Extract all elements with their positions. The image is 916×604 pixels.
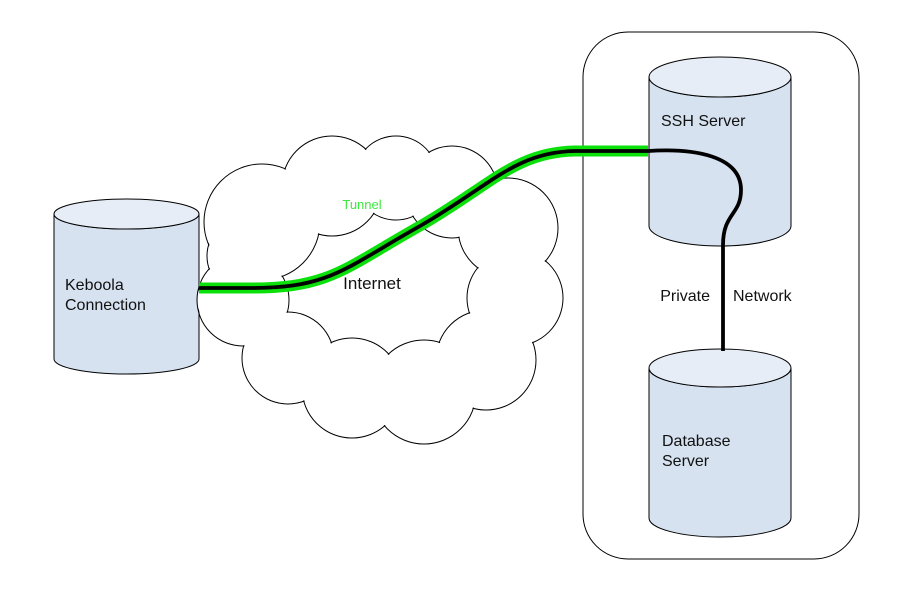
ssh-connection-line	[199, 148, 743, 351]
ssh-cylinder-top	[648, 56, 792, 98]
database-label-line1: Database	[662, 433, 731, 450]
ssh-server-label: SSH Server	[661, 113, 746, 130]
internet-label: Internet	[343, 274, 401, 293]
keboola-cylinder-body	[53, 213, 200, 375]
database-label-line2: Server	[662, 453, 710, 470]
keboola-label-line1: Keboola	[65, 277, 124, 294]
keboola-cylinder-top	[53, 198, 200, 230]
database-cylinder-top	[648, 348, 792, 388]
private-network-label-left: Private	[660, 288, 710, 305]
database-server-cylinder	[648, 348, 792, 538]
cloud-fill	[197, 136, 563, 444]
internet-cloud	[196, 135, 564, 445]
keboola-cylinder	[53, 198, 200, 375]
private-network-label-right: Network	[733, 288, 793, 305]
labels: Keboola Connection Tunnel Internet SSH S…	[65, 113, 793, 470]
tunnel-label: Tunnel	[342, 197, 381, 212]
keboola-label-line2: Connection	[65, 297, 146, 314]
